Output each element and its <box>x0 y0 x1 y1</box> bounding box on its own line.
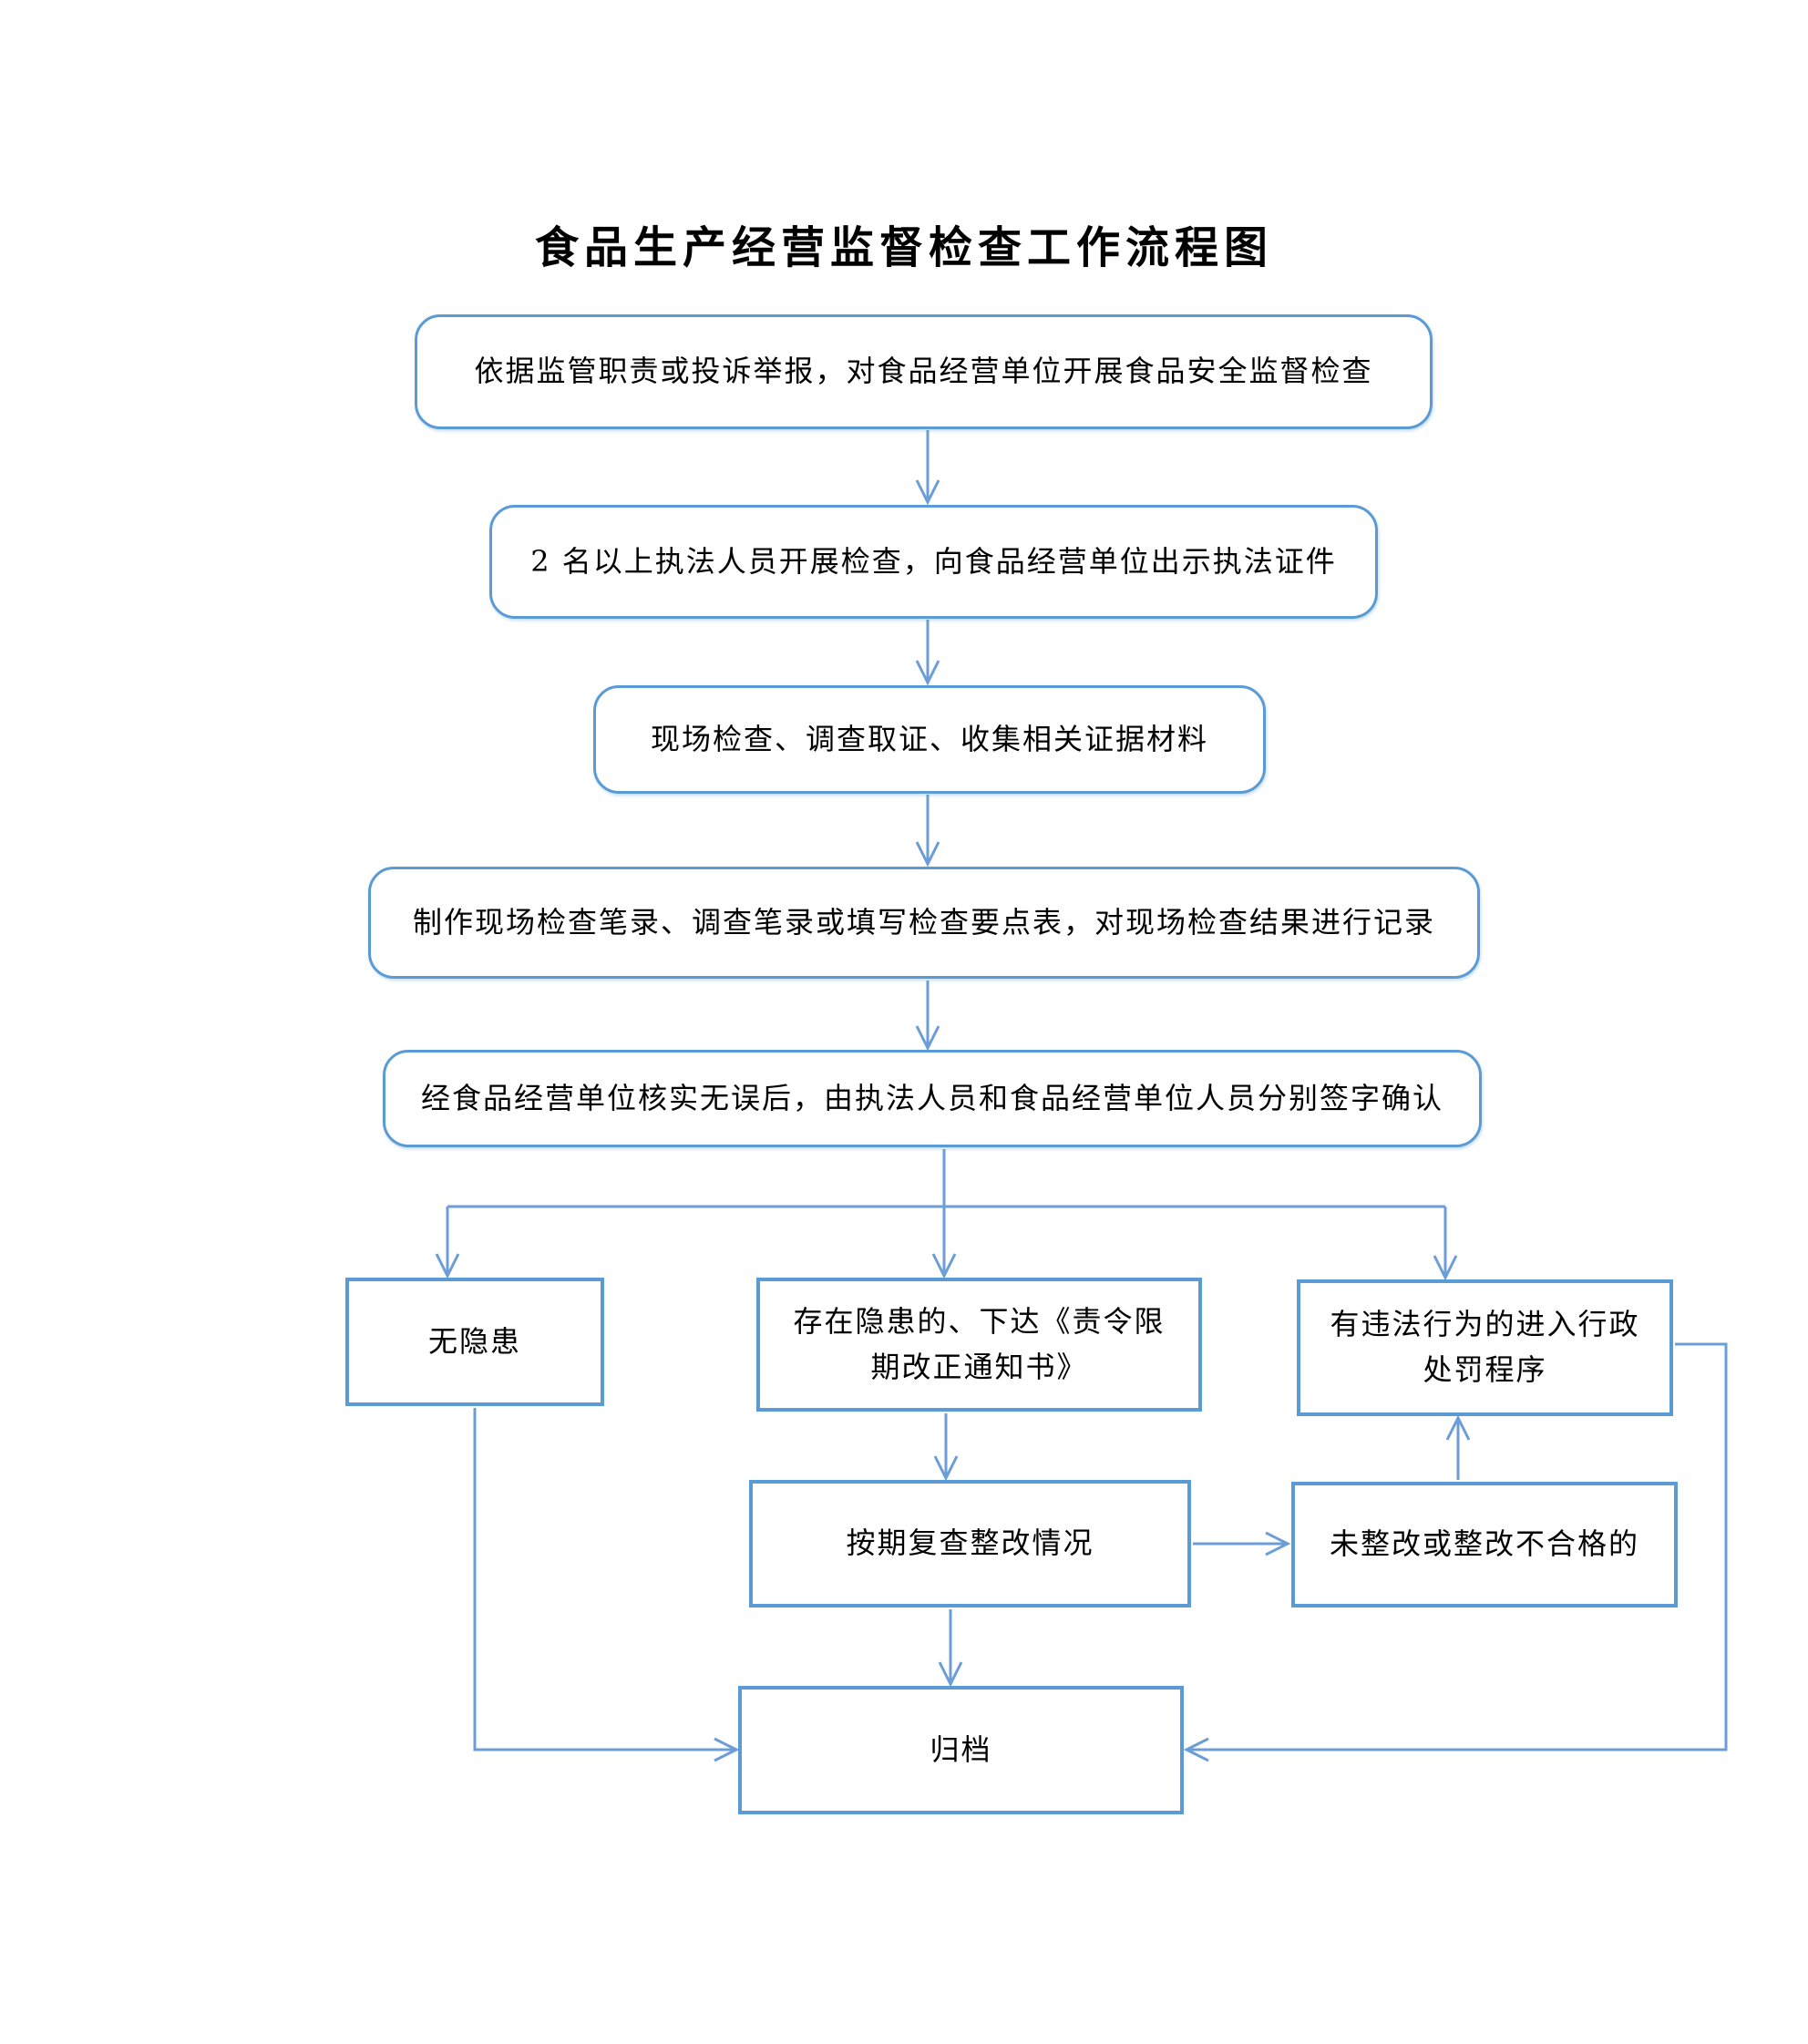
connector-nohazard-archive <box>473 1408 740 1762</box>
node-hazard-notice: 存在隐患的、下达《责令限 期改正通知书》 <box>756 1278 1202 1412</box>
node-recheck: 按期复查整改情况 <box>749 1480 1191 1607</box>
node-step5-signatures: 经食品经营单位核实无误后，由执法人员和食品经营单位人员分别签字确认 <box>383 1050 1482 1147</box>
connector-notrectified-illegal <box>1445 1414 1471 1480</box>
node-archive-label: 归档 <box>930 1731 992 1767</box>
node-step1-inspection-basis: 依据监管职责或投诉举报，对食品经营单位开展食品安全监督检查 <box>415 314 1433 429</box>
node-step2-two-officers: 2 名以上执法人员开展检查，向食品经营单位出示执法证件 <box>489 505 1378 619</box>
node-step3-label: 现场检查、调查取证、收集相关证据材料 <box>650 721 1208 756</box>
connector-hazard-recheck <box>933 1413 959 1482</box>
node-step3-onsite-check: 现场检查、调查取证、收集相关证据材料 <box>593 685 1266 794</box>
connector-step3-step4 <box>915 795 940 868</box>
connector-recheck-notrectified <box>1193 1531 1291 1556</box>
node-step4-records: 制作现场检查笔录、调查笔录或填写检查要点表，对现场检查结果进行记录 <box>368 867 1480 979</box>
page-title: 食品生产经营监督检查工作流程图 <box>534 222 1273 273</box>
connector-step2-step3 <box>915 620 940 686</box>
node-no-hazard: 无隐患 <box>345 1278 604 1406</box>
node-not-rectified: 未整改或整改不合格的 <box>1291 1482 1678 1607</box>
node-illegal-penalty-line1: 有违法行为的进入行政 <box>1330 1307 1640 1342</box>
node-not-rectified-label: 未整改或整改不合格的 <box>1329 1526 1639 1562</box>
node-step5-label: 经食品经营单位核实无误后，由执法人员和食品经营单位人员分别签字确认 <box>420 1080 1443 1115</box>
connector-step1-step2 <box>915 430 940 506</box>
connector-recheck-archive <box>938 1609 963 1688</box>
node-archive: 归档 <box>738 1686 1184 1814</box>
connector-branch-left <box>435 1207 460 1279</box>
node-no-hazard-label: 无隐患 <box>427 1323 521 1359</box>
node-hazard-notice-line1: 存在隐患的、下达《责令限 <box>793 1303 1166 1339</box>
node-recheck-label: 按期复查整改情况 <box>846 1525 1094 1561</box>
node-step4-label: 制作现场检查笔录、调查笔录或填写检查要点表，对现场检查结果进行记录 <box>412 904 1435 940</box>
connector-branch-stem <box>931 1149 957 1279</box>
node-illegal-penalty: 有违法行为的进入行政 处罚程序 <box>1297 1279 1673 1416</box>
connector-illegal-archive <box>1183 1342 1728 1762</box>
node-illegal-penalty-line2: 处罚程序 <box>1423 1352 1547 1387</box>
node-step2-label: 2 名以上执法人员开展检查，向食品经营单位出示执法证件 <box>530 543 1337 579</box>
node-hazard-notice-line2: 期改正通知书》 <box>870 1349 1088 1384</box>
node-step1-label: 依据监管职责或投诉举报，对食品经营单位开展食品安全监督检查 <box>474 354 1373 389</box>
connector-branch-right <box>1433 1207 1458 1281</box>
connector-step4-step5 <box>915 981 940 1052</box>
connector-group <box>435 430 1728 1762</box>
